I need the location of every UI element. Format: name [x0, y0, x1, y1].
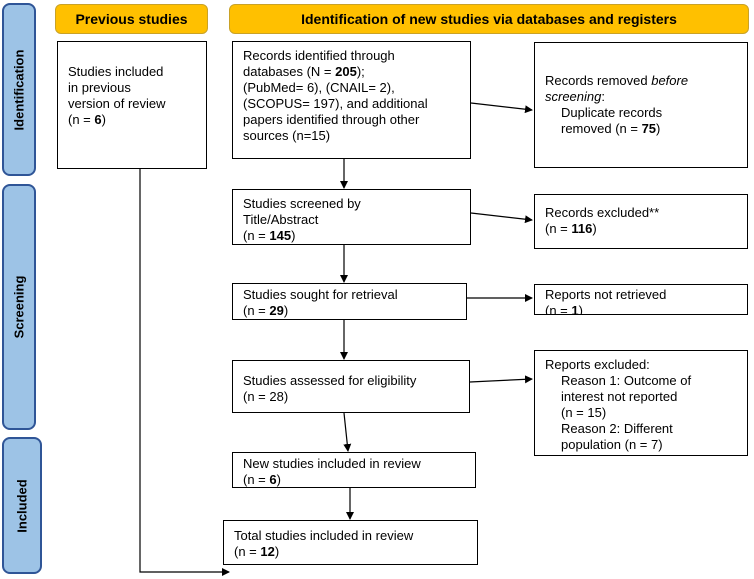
text-fragment: Records removed	[545, 73, 652, 88]
text-line: Total studies included in review	[234, 528, 414, 543]
text-line: Records removed before	[545, 73, 737, 89]
arrow-previous-to-total-included	[139, 130, 230, 576]
text-line: Reason 2: Different	[561, 421, 673, 436]
text-fragment: )	[276, 472, 281, 487]
text-fragment: )	[656, 121, 661, 136]
text-line: Records excluded**	[545, 205, 660, 220]
text-line: Studies included	[68, 64, 164, 79]
text-line: version of review	[68, 96, 166, 111]
text-line: in previous	[68, 80, 131, 95]
emphasis-text: screening	[545, 89, 602, 104]
text-fragment: (n =	[234, 544, 261, 559]
text-fragment: databases (N =	[243, 64, 336, 79]
arrow-identified-to-removed	[470, 102, 533, 114]
header-previous-studies: Previous studies	[55, 4, 208, 34]
count-value: 205	[335, 64, 357, 79]
text-fragment: (n =	[545, 221, 572, 236]
text-fragment: )	[592, 221, 597, 236]
count-value: 6	[94, 112, 102, 127]
text-line: Title/Abstract	[243, 212, 319, 227]
text-line: (n = 28)	[243, 389, 289, 404]
count-value: 116	[571, 221, 593, 236]
text-fragment: )	[283, 303, 289, 318]
text-fragment: removed (n =	[561, 121, 642, 136]
text-line: (n = 1)	[545, 303, 737, 315]
text-fragment: )	[274, 544, 280, 559]
header-new-studies: Identification of new studies via databa…	[229, 4, 749, 34]
text-line: (n = 6)	[243, 472, 465, 487]
count-value: 12	[260, 544, 275, 559]
phase-screening: Screening	[2, 184, 36, 430]
emphasis-text: before	[651, 73, 689, 88]
text-line: (n = 29)	[243, 303, 456, 319]
count-value: 75	[641, 121, 657, 136]
box-studies-screened: Studies screened by Title/Abstract (n = …	[232, 189, 471, 245]
box-studies-assessed: Studies assessed for eligibility (n = 28…	[232, 360, 470, 413]
text-line: New studies included in review	[243, 456, 421, 471]
arrow-assessed-to-new-included	[343, 412, 352, 452]
text-line: Duplicate records	[561, 105, 663, 120]
text-fragment: );	[356, 64, 365, 79]
box-reports-excluded: Reports excluded: Reason 1: Outcome of i…	[534, 350, 748, 456]
text-line: screening:	[545, 89, 737, 105]
phase-included: Included	[2, 437, 42, 574]
box-previous-included: Studies included in previous version of …	[57, 41, 207, 169]
text-fragment: (n =	[243, 472, 270, 487]
text-line: removed (n = 75)	[545, 121, 737, 137]
text-line: (n = 116)	[545, 221, 737, 237]
box-studies-sought: Studies sought for retrieval (n = 29)	[232, 283, 467, 320]
box-reports-not-retrieved: Reports not retrieved (n = 1)	[534, 284, 748, 315]
text-line: (n = 145)	[243, 228, 460, 244]
text-line: (n = 15)	[561, 405, 607, 420]
text-line: sources (n=15)	[243, 128, 331, 143]
text-line: (n = 6)	[68, 112, 196, 128]
header-previous-label: Previous studies	[75, 11, 188, 27]
text-line: population (n = 7)	[561, 437, 663, 452]
text-line: Studies sought for retrieval	[243, 287, 398, 302]
text-line: (PubMed= 6), (CNAIL= 2),	[243, 80, 395, 95]
count-value: 29	[269, 303, 284, 318]
text-fragment: )	[578, 303, 583, 315]
text-line: Studies assessed for eligibility	[243, 373, 417, 388]
phase-identification: Identification	[2, 3, 36, 176]
count-value: 1	[571, 303, 579, 315]
text-line: Records identified through	[243, 48, 395, 63]
text-fragment: (n =	[243, 228, 270, 243]
text-line: (n = 12)	[234, 544, 467, 560]
count-value: 145	[269, 228, 292, 243]
text-line: Reason 1: Outcome of	[561, 373, 692, 388]
text-line: Studies screened by	[243, 196, 361, 211]
box-records-removed: Records removed before screening: Duplic…	[534, 42, 748, 168]
count-value: 6	[269, 472, 277, 487]
text-fragment: )	[101, 112, 106, 127]
header-new-label: Identification of new studies via databa…	[301, 11, 677, 27]
text-line: databases (N = 205);	[243, 64, 460, 80]
text-line: (SCOPUS= 197), and additional	[243, 96, 428, 111]
box-total-included: Total studies included in review (n = 12…	[223, 520, 478, 565]
arrow-screened-to-excluded	[470, 212, 533, 224]
text-fragment: :	[601, 89, 605, 104]
box-records-identified: Records identified through databases (N …	[232, 41, 471, 159]
text-fragment: (n =	[68, 112, 95, 127]
text-line: Reports excluded:	[545, 357, 650, 372]
arrow-assessed-to-reports-excluded	[469, 375, 533, 384]
box-new-included: New studies included in review (n = 6)	[232, 452, 476, 488]
text-fragment: (n =	[545, 303, 572, 315]
text-fragment: )	[291, 228, 296, 243]
text-fragment: (n =	[243, 303, 270, 318]
text-line: Reports not retrieved	[545, 287, 667, 302]
text-line: papers identified through other	[243, 112, 420, 127]
box-records-excluded: Records excluded** (n = 116)	[534, 194, 748, 249]
text-line: interest not reported	[561, 389, 678, 404]
